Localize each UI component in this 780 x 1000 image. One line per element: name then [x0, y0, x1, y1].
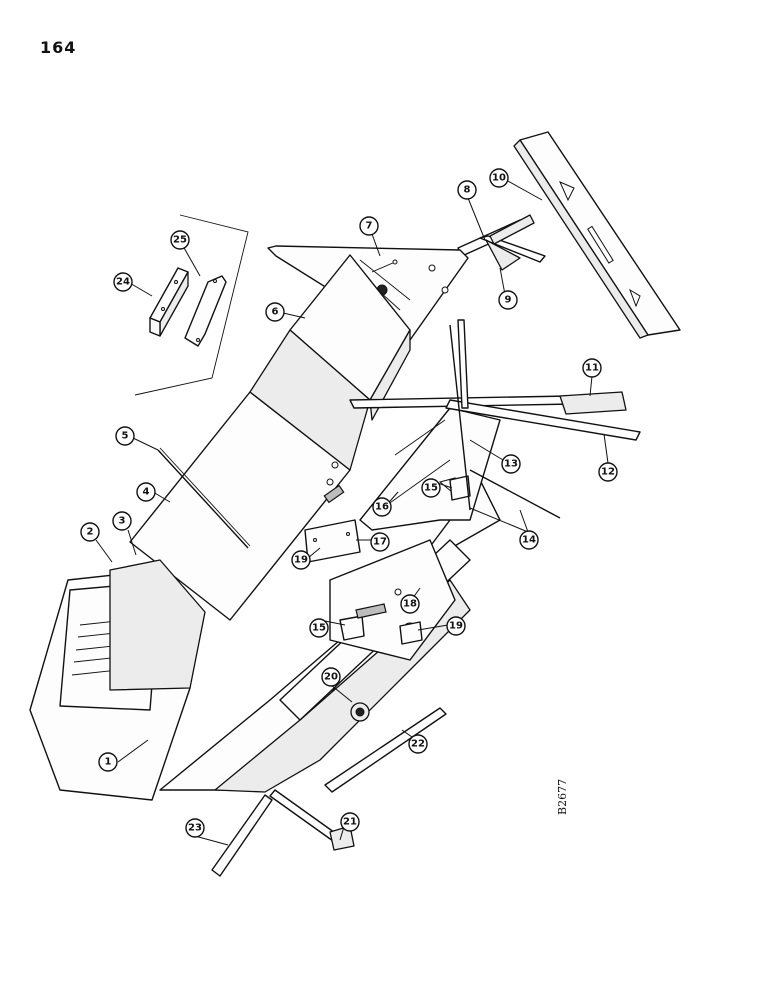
- svg-text:10: 10: [492, 173, 506, 184]
- svg-text:11: 11: [585, 363, 599, 374]
- svg-text:24: 24: [116, 277, 130, 288]
- callout-6: 6: [265, 302, 285, 322]
- part-9-gusset: [485, 239, 521, 271]
- svg-text:22: 22: [411, 739, 425, 750]
- svg-text:20: 20: [324, 672, 338, 683]
- part-25-bracket: [184, 275, 227, 347]
- callout-23: 23: [185, 818, 205, 838]
- callout-19-lower: 19: [446, 616, 466, 636]
- svg-text:21: 21: [343, 817, 357, 828]
- part-22-rail: [324, 707, 447, 793]
- callout-8: 8: [457, 180, 477, 200]
- svg-text:18: 18: [403, 599, 417, 610]
- svg-text:6: 6: [272, 307, 279, 318]
- svg-text:16: 16: [375, 502, 389, 513]
- callout-18: 18: [400, 594, 420, 614]
- part-14-links: [449, 319, 561, 519]
- callout-11: 11: [582, 358, 602, 378]
- part-12-rail: [445, 399, 641, 441]
- svg-text:17: 17: [373, 537, 387, 548]
- svg-text:19: 19: [449, 621, 463, 632]
- part-10-side-rail: [513, 131, 681, 339]
- callout-3: 3: [112, 511, 132, 531]
- part-15-upper-bracket: [449, 475, 471, 501]
- callout-13: 13: [501, 454, 521, 474]
- svg-text:23: 23: [188, 823, 202, 834]
- svg-text:13: 13: [504, 459, 518, 470]
- svg-text:7: 7: [366, 221, 373, 232]
- svg-text:15: 15: [424, 483, 438, 494]
- callout-12: 12: [598, 462, 618, 482]
- part-15-lower-bracket: [339, 603, 387, 641]
- svg-text:12: 12: [601, 467, 615, 478]
- part-17-access-plate: [304, 519, 361, 563]
- callout-22: 22: [408, 734, 428, 754]
- callout-14: 14: [519, 530, 539, 550]
- callout-5: 5: [115, 426, 135, 446]
- part-3-plate: [109, 559, 206, 691]
- callout-4: 4: [136, 482, 156, 502]
- svg-text:5: 5: [122, 431, 129, 442]
- callout-9: 9: [498, 290, 518, 310]
- svg-text:1: 1: [105, 757, 112, 768]
- svg-text:2: 2: [87, 527, 94, 538]
- callout-10: 10: [489, 168, 509, 188]
- svg-text:25: 25: [173, 235, 187, 246]
- callout-25: 25: [170, 230, 190, 250]
- callout-24: 24: [113, 272, 133, 292]
- part-19-access-cover-lower: [399, 621, 423, 645]
- drawing-code: B2677: [556, 779, 569, 815]
- callout-15-upper: 15: [421, 478, 441, 498]
- svg-text:15: 15: [312, 623, 326, 634]
- callout-21: 21: [340, 812, 360, 832]
- callout-1: 1: [98, 752, 118, 772]
- callout-15-lower: 15: [309, 618, 329, 638]
- part-24-bracket: [149, 267, 189, 337]
- callout-7: 7: [359, 216, 379, 236]
- callout-17: 17: [370, 532, 390, 552]
- callout-20: 20: [321, 667, 341, 687]
- part-20-bearing: [350, 702, 370, 722]
- svg-text:3: 3: [119, 516, 126, 527]
- svg-text:8: 8: [464, 185, 471, 196]
- callout-19-upper: 19: [291, 550, 311, 570]
- inset-separator: [134, 214, 249, 396]
- callout-16: 16: [372, 497, 392, 517]
- svg-text:19: 19: [294, 555, 308, 566]
- svg-text:14: 14: [522, 535, 536, 546]
- part-4-hopper-panel: [129, 329, 371, 621]
- part-23-rail: [211, 794, 273, 877]
- svg-text:9: 9: [505, 295, 512, 306]
- part-5-rod: [157, 447, 251, 549]
- callout-2: 2: [80, 522, 100, 542]
- svg-text:4: 4: [143, 487, 150, 498]
- page-number: 164: [40, 38, 77, 57]
